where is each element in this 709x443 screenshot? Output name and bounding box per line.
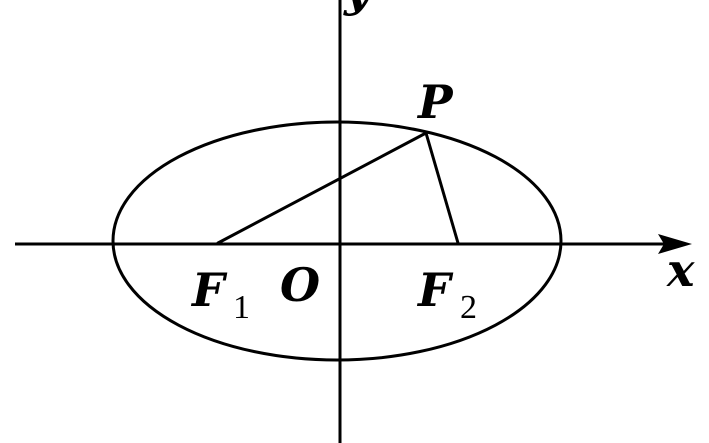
focus-2-label: F bbox=[416, 263, 454, 317]
ellipse bbox=[111, 120, 563, 362]
x-axis-arrowhead bbox=[658, 234, 692, 254]
segment-f1-p bbox=[216, 131, 428, 245]
segment-p-f2 bbox=[424, 131, 460, 245]
y-axis-label: y bbox=[343, 0, 374, 17]
origin-label: O bbox=[280, 258, 320, 312]
focus-1-subscript: 1 bbox=[233, 289, 250, 326]
focus-1-label: F bbox=[190, 263, 228, 317]
focus-2-subscript: 2 bbox=[460, 289, 477, 326]
x-axis-label: x bbox=[666, 243, 695, 297]
point-p-label: P bbox=[416, 75, 454, 129]
